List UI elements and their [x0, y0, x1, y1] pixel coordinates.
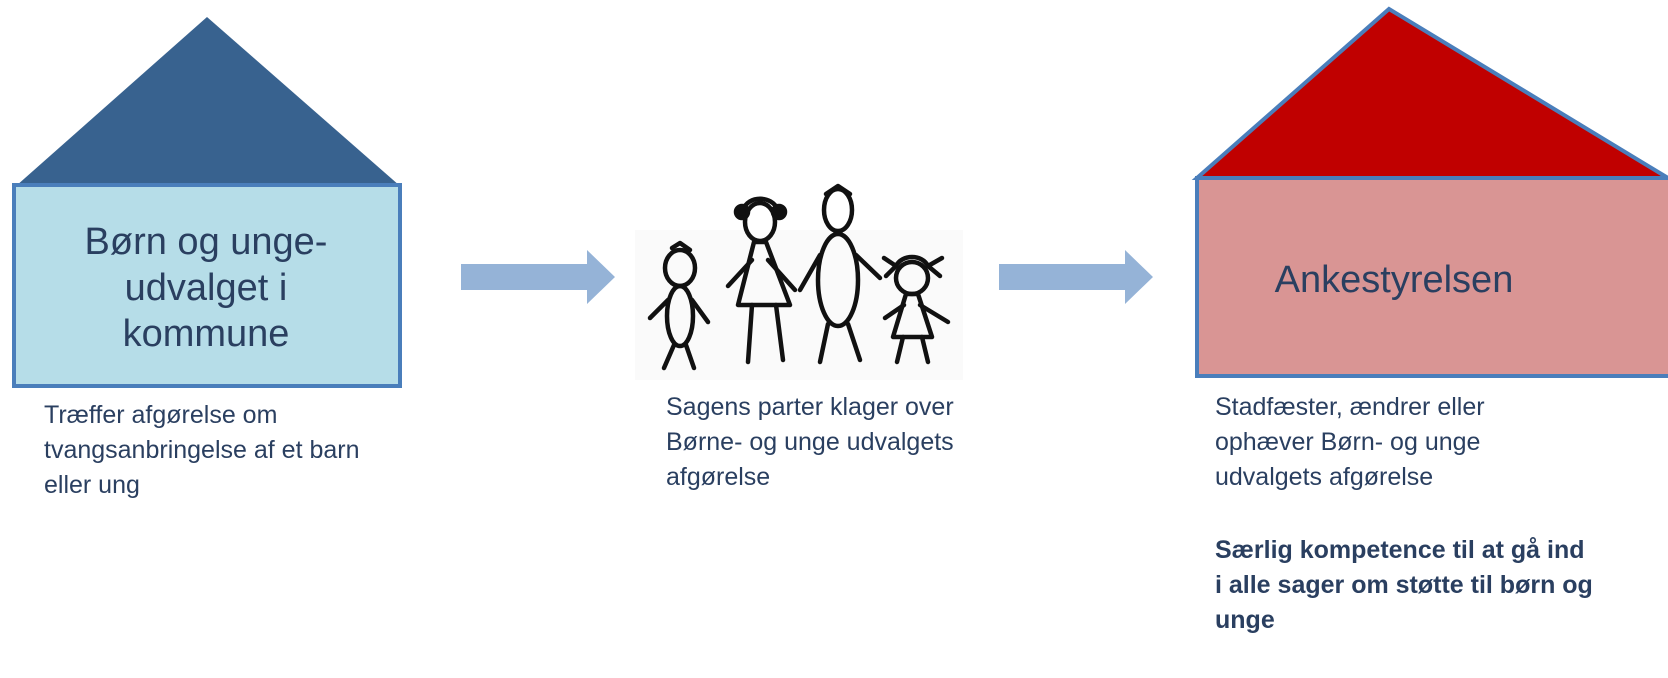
- right-house-note-bold: Særlig kompetence til at gå ind i alle s…: [1215, 536, 1593, 634]
- family-icon: [635, 183, 963, 380]
- left-house-body: [12, 183, 402, 388]
- boy-figure: [647, 240, 711, 371]
- left-house-note: Træffer afgørelse om tvangsanbringelse a…: [44, 401, 360, 499]
- right-house-title: Ankestyrelsen: [1274, 259, 1514, 301]
- left-house-title: Børn og unge-udvalget i kommune: [84, 221, 328, 355]
- right-house-roof: [1191, 6, 1668, 180]
- girl-figure: [881, 254, 951, 365]
- family-caption: Sagens parter klager over Børne- og unge…: [666, 393, 954, 491]
- right-house-body: [1195, 176, 1668, 378]
- left-house-roof: [16, 17, 400, 186]
- woman-figure: [725, 196, 798, 365]
- right-house-note: Stadfæster, ændrer eller ophæver Børn- o…: [1215, 393, 1485, 491]
- arrow-right-1: [461, 250, 615, 304]
- man-figure: [797, 183, 883, 365]
- arrow-right-2: [999, 250, 1153, 304]
